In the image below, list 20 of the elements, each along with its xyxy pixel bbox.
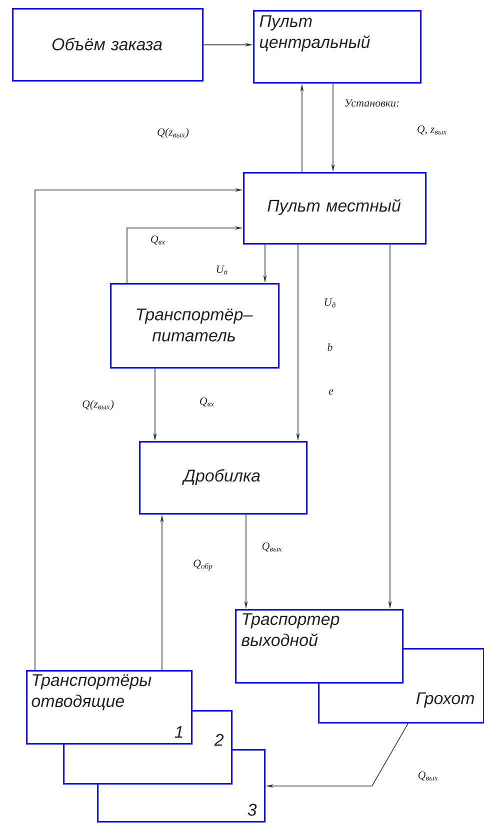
process-box: Транспортёр– питатель bbox=[110, 283, 280, 369]
edge-label: Q$_{вых}$ bbox=[416, 770, 440, 782]
signal-label: Установки: bbox=[345, 99, 399, 107]
signal-label: Q(z$_{вых}$) bbox=[158, 128, 189, 138]
process-box: Траспортер выходной bbox=[235, 609, 404, 684]
signal-label: b bbox=[328, 343, 332, 351]
edge-label: U$_{п}$ bbox=[214, 264, 230, 276]
edge-label: Q$_{обр}$ bbox=[192, 558, 214, 572]
process-box: Объём заказа bbox=[12, 8, 204, 82]
signal-label: U$_{д}$ bbox=[324, 298, 336, 308]
process-box: Дробилка bbox=[139, 441, 308, 515]
process-box: Пульт местный bbox=[243, 172, 427, 245]
signal-label: Q, z$_{вых}$ bbox=[418, 125, 447, 135]
edge-label: Q$_{вх}$ bbox=[198, 396, 216, 408]
process-box: Транспортёры отводящие 1 bbox=[26, 670, 193, 745]
signal-label: Q(z$_{вых}$) bbox=[82, 400, 114, 410]
signal-label: e bbox=[328, 389, 334, 395]
edge-label: Q$_{вх}$ bbox=[149, 234, 167, 246]
process-box: Пульт центральный bbox=[253, 10, 422, 84]
edge-label: Q$_{вых}$ bbox=[260, 541, 284, 553]
